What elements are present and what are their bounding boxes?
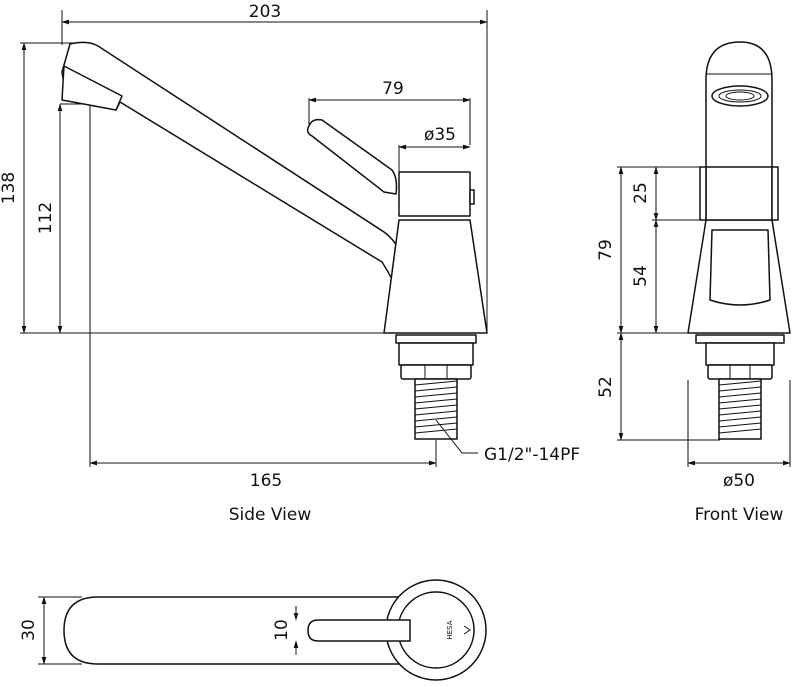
dim-handle-height: 25: [631, 182, 651, 204]
front-dimension-lines: [618, 166, 791, 466]
dim-thread: G1/2"-14PF: [484, 445, 580, 465]
dim-overall-length: 203: [249, 2, 281, 22]
lever-handle: [306, 118, 398, 195]
dim-lever-width: 10: [272, 619, 292, 641]
front-view: 25 79 54 52 ø50 Front View: [596, 41, 791, 525]
body-base: [383, 219, 488, 334]
side-view: 203 138 112 79 ø35 165 G1/2"-14PF Side V…: [0, 2, 580, 525]
top-faucet-body: HESA: [63, 579, 487, 681]
dim-spout-width: 30: [19, 619, 39, 641]
side-dimension-lines: [21, 19, 488, 466]
dim-base-diameter: ø50: [723, 471, 755, 491]
top-lever: [307, 619, 411, 642]
lock-nut: [400, 364, 472, 380]
top-logo: HESA: [446, 620, 454, 639]
dim-body-height: 79: [596, 239, 616, 261]
dim-lever-length: 79: [382, 79, 404, 99]
side-faucet-body: [61, 41, 488, 440]
front-lock-nut: [707, 364, 773, 380]
dim-spout-height: 112: [36, 202, 56, 234]
dim-lower-body: 54: [631, 265, 651, 287]
aerator: [711, 85, 769, 107]
top-spout: [63, 596, 421, 665]
front-faucet-body: [687, 41, 791, 440]
shank-washer: [395, 334, 477, 344]
thread-hatching: [414, 380, 458, 434]
dim-body-diameter: ø35: [424, 125, 456, 145]
dim-shank-length: 52: [596, 376, 616, 398]
dim-overall-height: 138: [0, 172, 19, 204]
top-dimension-lines: [41, 596, 299, 665]
spout: [61, 41, 403, 304]
front-thread-hatching: [718, 380, 762, 434]
side-view-caption: Side View: [229, 505, 312, 525]
top-view: HESA 30 10: [19, 579, 487, 681]
cartridge-cap: [398, 171, 471, 217]
spout-outlet: [61, 65, 123, 111]
front-view-caption: Front View: [695, 505, 784, 525]
front-extension-lines: [617, 166, 791, 467]
dim-spout-reach: 165: [250, 471, 282, 491]
